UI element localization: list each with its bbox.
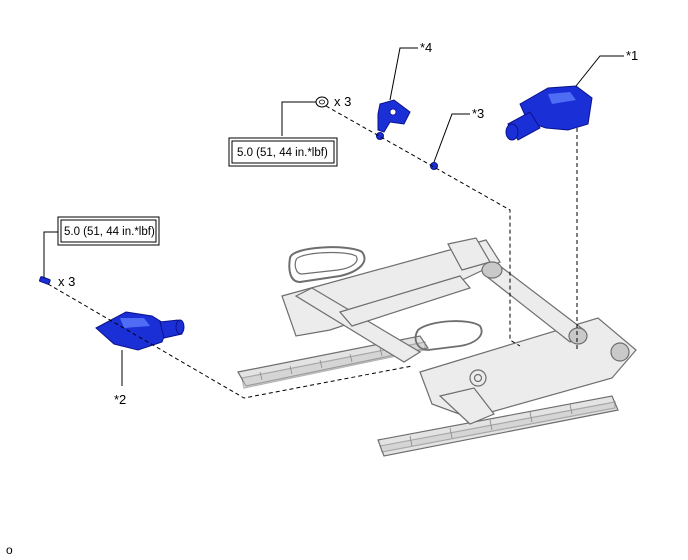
leader-torque-upper xyxy=(281,101,316,136)
assembly-lines xyxy=(47,105,578,399)
callout-2: *2 xyxy=(114,392,126,407)
leader-3 xyxy=(433,113,470,163)
torque-spec-left: 5.0 (51, 44 in.*lbf) xyxy=(64,226,155,238)
inner-link-loop xyxy=(414,320,483,351)
motor-2-highlight xyxy=(120,318,150,328)
part-4-bracket xyxy=(376,99,411,140)
rear-bracket xyxy=(447,237,491,271)
quantity-left: x 3 xyxy=(58,274,75,289)
leader-1 xyxy=(575,55,624,87)
lever-handle xyxy=(288,246,366,284)
torque-box-left: 5.0 (51, 44 in.*lbf) xyxy=(57,216,160,246)
callout-4: *4 xyxy=(420,40,432,55)
seat-adjuster-frame xyxy=(237,237,637,457)
motor-1-shaft-end xyxy=(505,123,519,141)
figure-code: o xyxy=(6,543,13,557)
right-pivot xyxy=(610,342,630,362)
rail-ticks xyxy=(259,347,573,447)
part-2-motor xyxy=(95,311,185,351)
bolt-left xyxy=(39,276,51,285)
motor-2-shaft-end xyxy=(175,319,185,335)
cross-tube-end xyxy=(481,261,503,279)
front-cross-tube xyxy=(484,265,585,343)
leader-torque-left xyxy=(43,231,60,278)
callout-3: *3 xyxy=(472,106,484,121)
torque-box-upper: 5.0 (51, 44 in.*lbf) xyxy=(228,137,338,167)
part-1-motor xyxy=(505,85,593,141)
center-link xyxy=(338,275,472,327)
center-pivot-inner xyxy=(473,373,483,383)
lower-rail-right-base xyxy=(379,401,616,453)
quantity-upper: x 3 xyxy=(334,94,351,109)
torque-spec-upper: 5.0 (51, 44 in.*lbf) xyxy=(237,147,328,159)
motor-2-body xyxy=(95,311,169,351)
callout-1: *1 xyxy=(626,48,638,63)
motor-1-highlight xyxy=(548,92,576,104)
assembly-line-left xyxy=(47,283,413,399)
front-bracket xyxy=(438,387,495,425)
lever-handle-inner xyxy=(294,251,358,275)
nut-upper xyxy=(315,96,329,108)
bracket-4-body xyxy=(377,99,411,133)
bracket-4-hole xyxy=(389,108,397,116)
assembly-line-upper xyxy=(325,105,521,347)
part-3-bolt xyxy=(430,162,438,170)
leader-lines xyxy=(43,47,624,386)
leader-4 xyxy=(389,47,418,101)
cross-tube-end-right xyxy=(568,327,588,345)
rear-cross-rod xyxy=(294,287,422,363)
